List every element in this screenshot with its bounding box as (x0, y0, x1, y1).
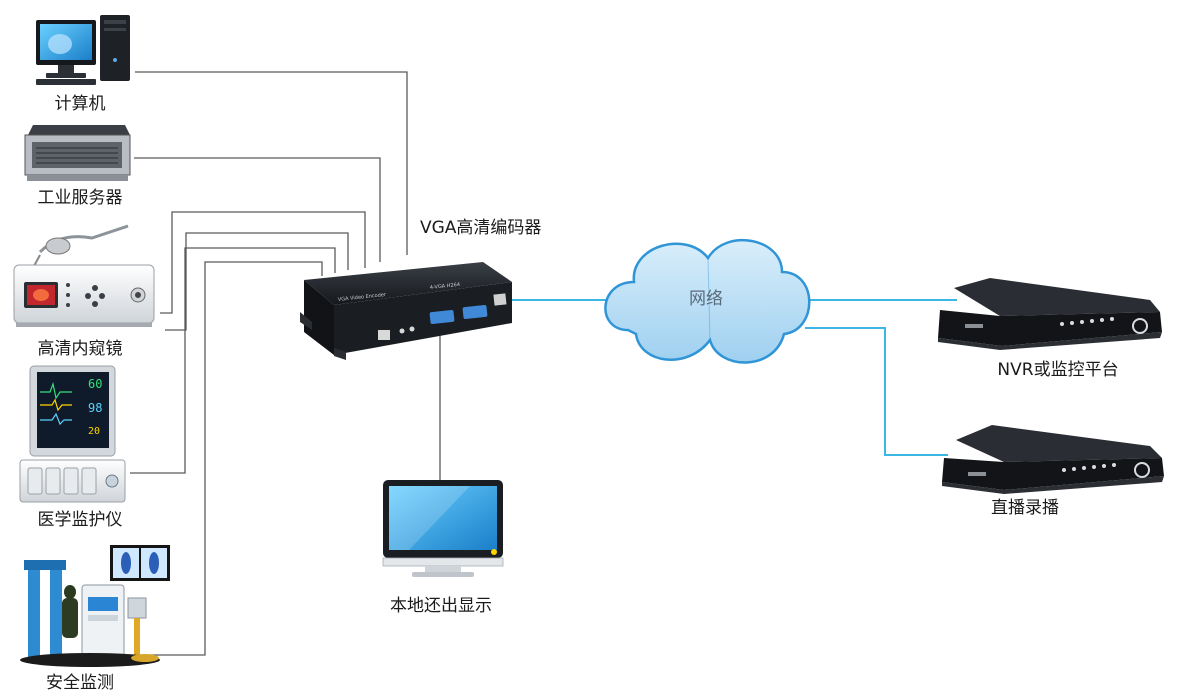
svg-text:60: 60 (88, 377, 102, 391)
lcd-monitor-icon (382, 480, 504, 577)
source-cables (130, 71, 441, 656)
cable-computer (135, 71, 408, 255)
endoscope-icon (13, 224, 155, 327)
svg-text:98: 98 (88, 401, 102, 415)
desktop-computer-icon (36, 15, 130, 85)
cloud-icon (604, 238, 811, 364)
endoscope-label: 高清内窥镜 (37, 339, 123, 359)
network-lines (512, 299, 957, 456)
network-label: 网络 (689, 289, 723, 309)
nvr-label: NVR或监控平台 (997, 360, 1119, 380)
line-cloud-live (805, 327, 948, 456)
server-label: 工业服务器 (37, 188, 123, 208)
live-label: 直播录播 (991, 498, 1059, 518)
monitor-label: 医学监护仪 (37, 510, 123, 530)
local-display-label: 本地还出显示 (390, 596, 492, 616)
security-label: 安全监测 (46, 673, 114, 693)
encoder-box-icon: VGA Video Encoder 4-VGA H264 (300, 262, 512, 360)
cable-endoscope-2 (165, 232, 349, 331)
cable-security (150, 261, 323, 656)
svg-text:20: 20 (88, 426, 100, 437)
encoder-label: VGA高清编码器 (420, 218, 542, 238)
computer-label: 计算机 (54, 94, 106, 114)
patient-monitor-icon: 60 98 20 (19, 365, 126, 503)
cable-endoscope (160, 211, 366, 314)
recorder-icon (942, 425, 1164, 494)
security-scanner-icon (20, 545, 170, 667)
svg-text:4-VGA H264: 4-VGA H264 (430, 282, 461, 291)
svg-text:VGA Video Encoder: VGA Video Encoder (338, 292, 388, 303)
cable-monitor (130, 247, 336, 474)
nvr-recorder-icon (938, 278, 1162, 350)
rack-server-icon (24, 125, 131, 181)
cable-server (134, 157, 381, 262)
